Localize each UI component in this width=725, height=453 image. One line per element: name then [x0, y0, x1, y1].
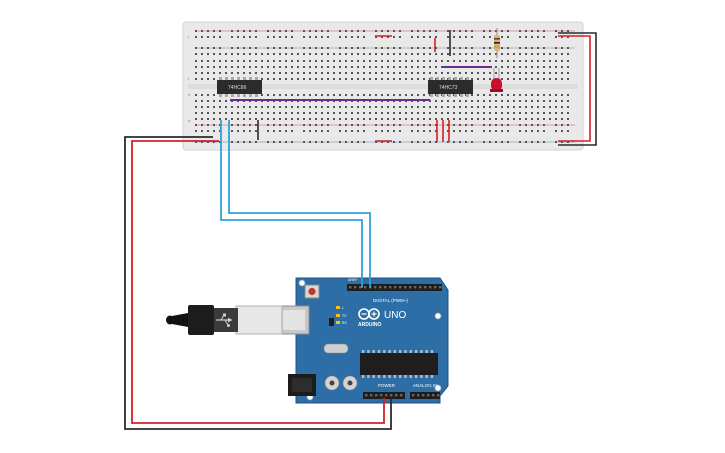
row-label-f: f: [188, 76, 190, 81]
power-wires[interactable]: [124, 136, 392, 430]
capacitors: [324, 375, 358, 391]
chip-74hc86[interactable]: 74HC86: [217, 77, 262, 97]
l-led-label: L: [342, 306, 344, 310]
row-label-e: e: [188, 92, 191, 97]
black-rail-loop: [558, 32, 597, 146]
usb-icon: [216, 313, 232, 327]
blue-wire-1: [220, 120, 363, 288]
arduino-logo-icon: [358, 308, 380, 320]
chip-74hc73[interactable]: 74HC73: [428, 77, 473, 97]
analog-header[interactable]: [410, 392, 440, 399]
rail-feed-wires[interactable]: [558, 32, 597, 146]
chip-label-74hc73: 74HC73: [439, 85, 458, 91]
usb-cable[interactable]: [166, 305, 283, 335]
red-rail-loop: [558, 35, 591, 142]
arduino-uno[interactable]: DIGITAL (PWM~) AREF ARDUINO UNO L TX RX: [278, 277, 449, 404]
tx-label: TX: [342, 314, 347, 318]
arduino-brand: ARDUINO: [358, 322, 381, 328]
power-header-label: POWER: [378, 383, 396, 388]
row-label-j: j: [187, 34, 189, 39]
analog-header-label: ANALOG IN: [413, 383, 438, 388]
blue-wire-2: [228, 120, 371, 288]
usb-port[interactable]: [278, 305, 310, 335]
breadboard-jumpers[interactable]: [230, 30, 492, 142]
black-gnd-wire: [124, 136, 392, 430]
arduino-model: UNO: [384, 310, 406, 321]
atmega-chip: [360, 350, 438, 378]
digital-header-label: DIGITAL (PWM~): [373, 298, 408, 303]
breadboard-holes: [195, 30, 569, 143]
power-header[interactable]: [363, 392, 405, 399]
red-5v-wire: [131, 140, 385, 424]
signal-wires[interactable]: [220, 120, 371, 288]
reset-button[interactable]: [304, 284, 320, 299]
dc-power-jack[interactable]: [288, 374, 316, 396]
led-red[interactable]: [490, 68, 503, 92]
resistor[interactable]: [494, 28, 500, 58]
chip-label-74hc86: 74HC86: [228, 85, 247, 91]
row-label-a: a: [188, 118, 191, 123]
rx-label: RX: [342, 321, 347, 325]
aref-label: AREF: [348, 278, 357, 282]
